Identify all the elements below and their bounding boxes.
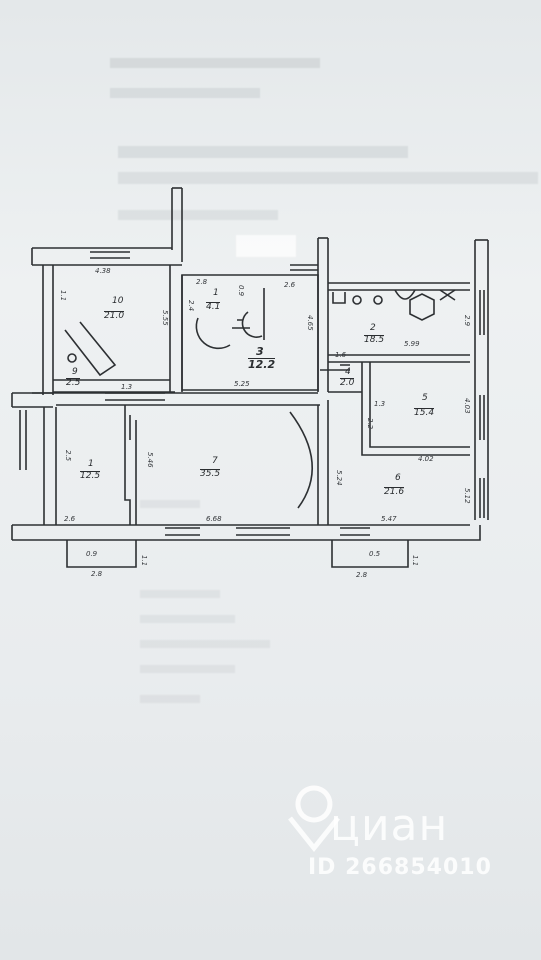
dim-label: 4.38 xyxy=(95,267,111,275)
dim-label: 2.8 xyxy=(91,570,103,578)
watermark-id: ID 266854010 xyxy=(308,855,492,880)
room-3-number: 3 xyxy=(256,345,264,358)
faint-line xyxy=(140,695,200,703)
dim-label: 1.3 xyxy=(121,383,133,391)
dim-label: 4.65 xyxy=(306,315,314,331)
dim-label: 2.6 xyxy=(64,515,76,523)
watermark-brand: циан xyxy=(330,800,449,851)
dim-label: 5.25 xyxy=(234,380,250,388)
dim-label: 5.12 xyxy=(463,488,471,504)
room-7-area: 35.5 xyxy=(200,469,221,479)
dim-label: 4.02 xyxy=(418,455,434,463)
sticker xyxy=(236,235,296,257)
room-4-area: 2.0 xyxy=(340,378,355,388)
dim-label: 0.9 xyxy=(237,285,245,297)
room-2-area: 18.5 xyxy=(364,335,385,345)
faint-line xyxy=(118,210,278,220)
faint-line xyxy=(140,615,235,623)
dim-label: 5.24 xyxy=(335,470,343,486)
room-6-area: 21.6 xyxy=(384,487,405,497)
faint-line xyxy=(110,58,320,68)
room-5-area: 15.4 xyxy=(414,408,435,418)
dim-label: 2.4 xyxy=(187,300,195,312)
dim-label: 1.1 xyxy=(411,555,419,567)
dim-label: 5.46 xyxy=(146,452,154,468)
dim-label: 2.8 xyxy=(196,278,208,286)
dim-label: 2.5 xyxy=(64,450,72,462)
faint-line xyxy=(118,146,408,158)
room-5-number: 5 xyxy=(422,393,428,403)
room-10-number: 10 xyxy=(112,296,124,306)
room-2-number: 2 xyxy=(370,323,376,333)
dim-label: 1.6 xyxy=(335,351,347,359)
dim-label: 0.5 xyxy=(369,550,381,558)
dim-label: 2.9 xyxy=(463,315,471,327)
dim-label: 6.68 xyxy=(206,515,222,523)
room-1-top-number: 1 xyxy=(213,288,219,298)
faint-line xyxy=(110,88,260,98)
dim-label: 1.1 xyxy=(59,290,67,302)
dim-label: 5.55 xyxy=(161,310,169,326)
room-4-number: 4 xyxy=(345,367,351,377)
dim-label: 2.6 xyxy=(284,281,296,289)
room-1-left-area: 12.5 xyxy=(80,471,101,481)
map-pin-icon xyxy=(288,785,340,853)
room-6-number: 6 xyxy=(395,473,401,483)
room-1-top-area: 4.1 xyxy=(206,302,221,312)
dim-label: 0.9 xyxy=(86,550,98,558)
dim-label: 1.3 xyxy=(374,400,386,408)
dim-label: 1.1 xyxy=(140,555,148,567)
faint-line xyxy=(118,172,538,184)
dim-label: 5.99 xyxy=(404,340,420,348)
room-3-area: 12.2 xyxy=(248,358,276,371)
room-7-number: 7 xyxy=(212,456,218,466)
faint-line xyxy=(140,590,220,598)
dim-label: 2.2 xyxy=(366,418,374,430)
faint-line xyxy=(140,640,270,648)
dim-label: 4.03 xyxy=(463,398,471,414)
room-10-area: 21.0 xyxy=(104,311,125,321)
faint-line xyxy=(140,500,200,508)
room-9-area: 2.5 xyxy=(66,378,81,388)
dim-label: 2.8 xyxy=(356,571,368,579)
room-9-number: 9 xyxy=(72,367,78,377)
faint-line xyxy=(140,665,235,673)
dim-label: 5.47 xyxy=(381,515,397,523)
room-1-left-number: 1 xyxy=(88,459,94,469)
